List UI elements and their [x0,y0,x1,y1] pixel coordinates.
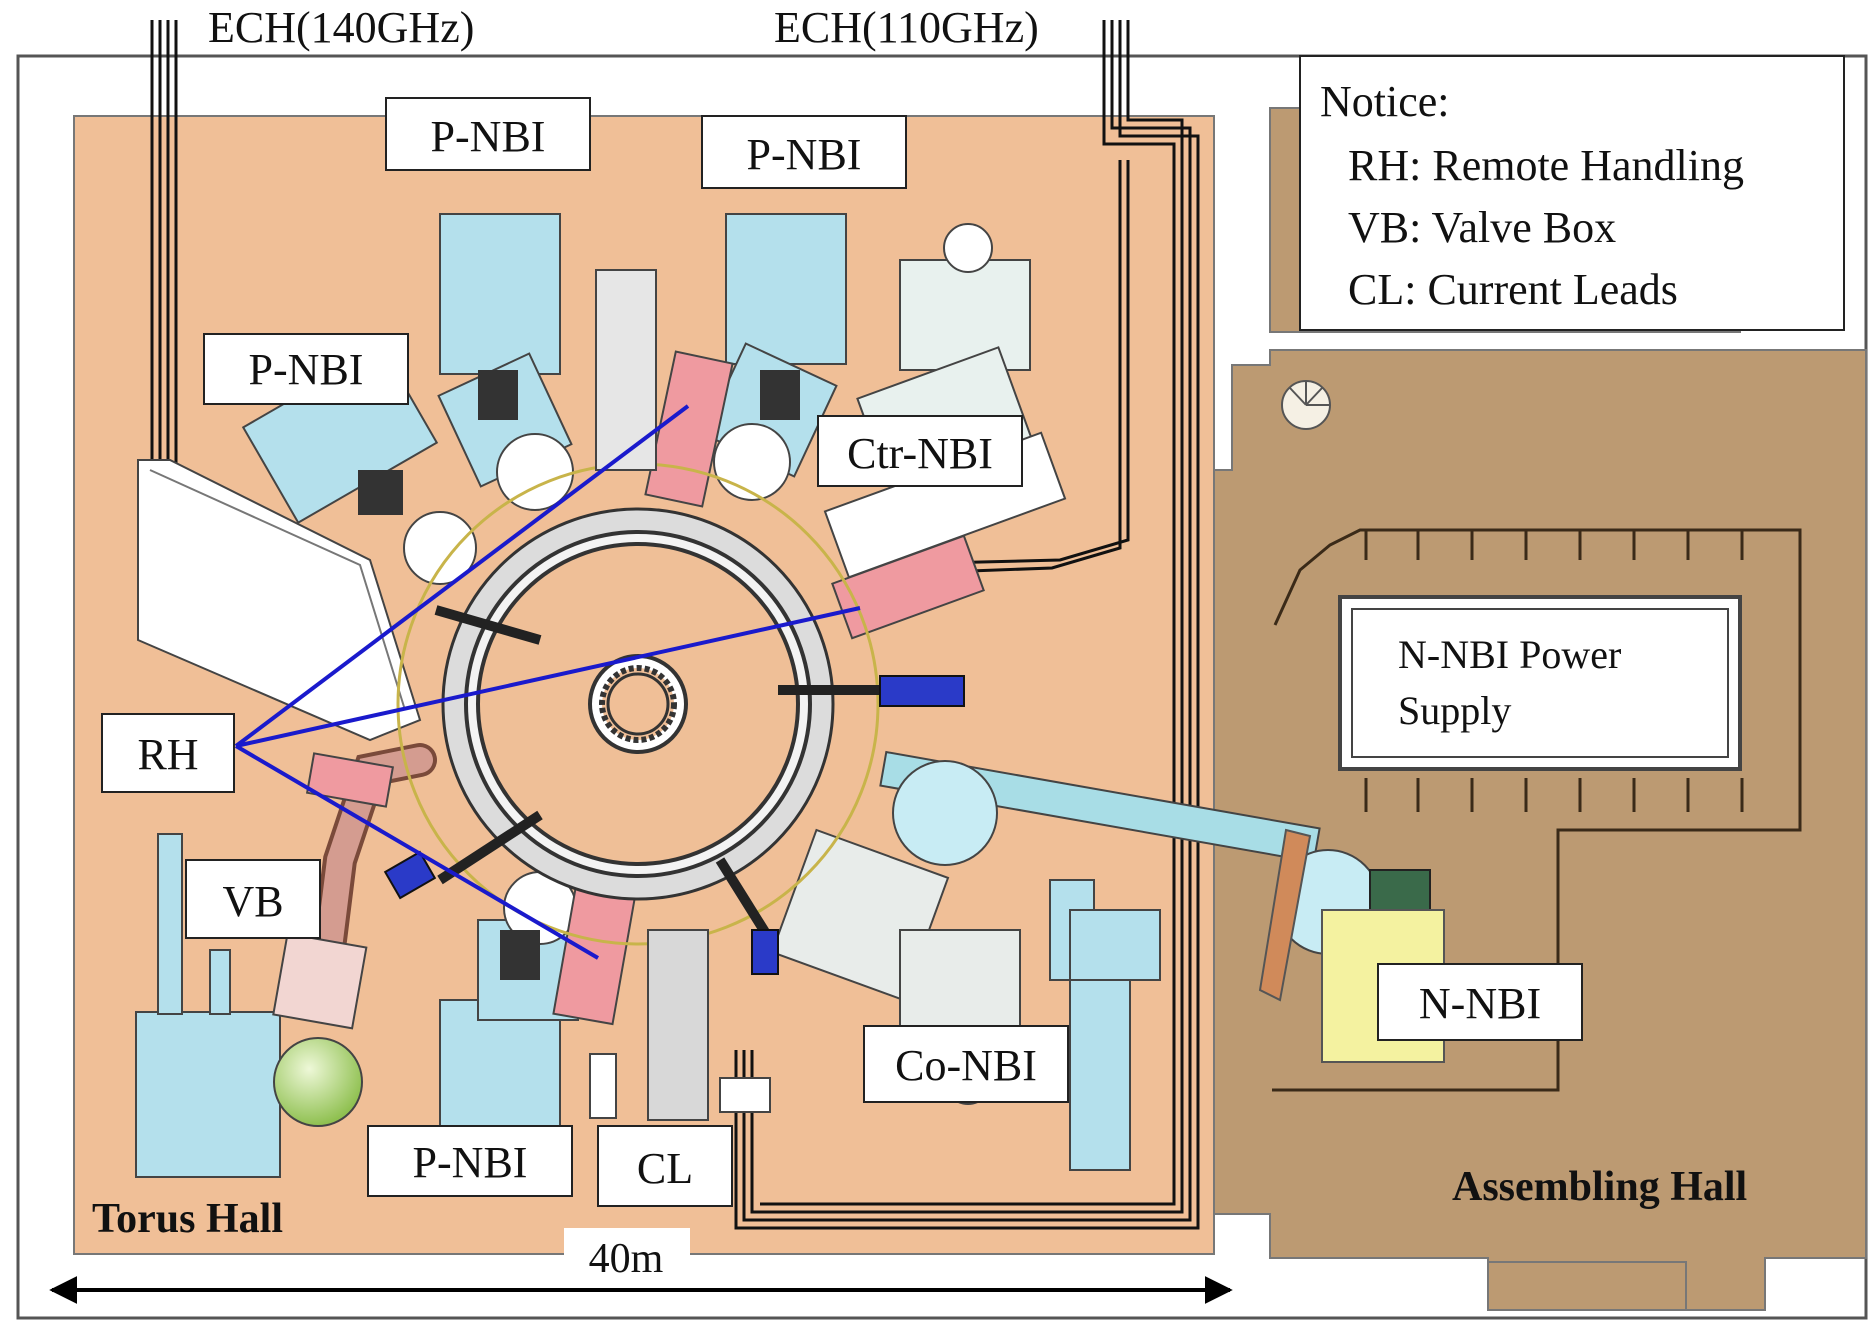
bottom-port-column [647,929,709,1121]
label-rh: RH [137,730,198,779]
label-ctr-nbi: Ctr-NBI [847,429,993,478]
notice-title: Notice: [1320,77,1450,126]
current-lead-device [589,1053,617,1119]
label-pnbi-left: P-NBI [249,345,364,394]
notice-line-rh: RH: Remote Handling [1348,141,1744,190]
p-nbi-top-left-injector [437,213,574,511]
fan-icon [1281,380,1331,430]
p-nbi-top-right-injector [702,213,847,501]
current-lead-valve [719,1077,771,1113]
label-co-nbi: Co-NBI [895,1041,1037,1090]
power-supply-inner-frame [1351,608,1729,758]
assembling-hall-floor [1213,349,1867,1311]
label-power-supply-line2: Supply [1398,688,1511,733]
right-blue-tank [1049,879,1161,1171]
notice-line-vb: VB: Valve Box [1348,203,1616,252]
left-platform [137,459,422,742]
label-assembling-hall: Assembling Hall [1452,1164,1747,1210]
top-port-column [595,269,657,471]
label-n-nbi: N-NBI [1419,979,1541,1028]
label-pnbi-top-right: P-NBI [747,130,862,179]
bottom-port-flange [751,929,779,975]
label-boxes [101,0,1845,1288]
label-ech-110: ECH(110GHz) [774,3,1039,52]
valve-box-sphere [273,1037,363,1127]
ech-110-waveguides [734,20,1200,1230]
rh-lines [234,404,861,960]
hall-door-block [1487,1261,1687,1311]
right-port-flange [879,675,965,707]
valve-box-body [272,932,368,1030]
label-pnbi-bottom-left: P-NBI [413,1138,528,1187]
torus-machine [396,462,880,946]
left-port-flange [383,850,437,900]
label-cl: CL [637,1144,693,1193]
label-torus-hall: Torus Hall [92,1196,283,1242]
label-power-supply-line1: N-NBI Power [1398,632,1621,677]
label-vb: VB [222,877,283,926]
label-ech-140: ECH(140GHz) [208,3,474,52]
label-scale: 40m [589,1236,664,1282]
label-pnbi-top-left: P-NBI [431,112,546,161]
n-nbi-power-supply-box [1338,595,1742,771]
notice-line-cl: CL: Current Leads [1348,265,1678,314]
